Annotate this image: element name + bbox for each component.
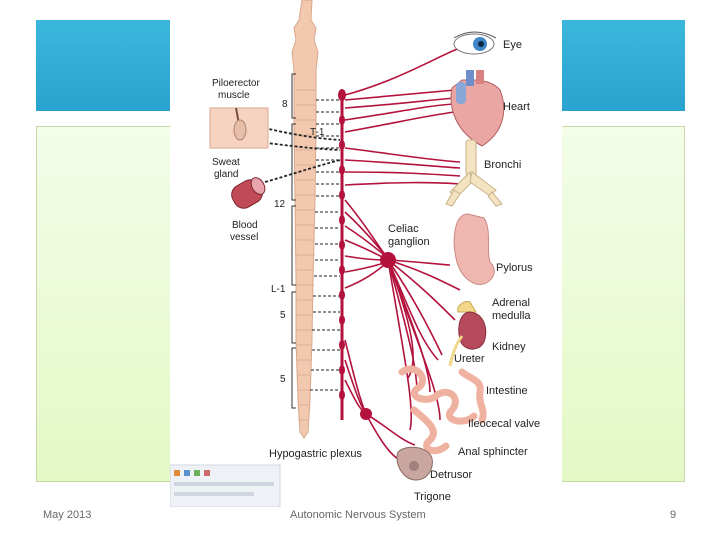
- sympathetic-chain: [338, 89, 346, 420]
- adrenal-label-line1: Adrenal: [492, 297, 530, 309]
- intestine-organ: [398, 365, 487, 455]
- footer-date: May 2013: [43, 509, 92, 521]
- segment-label-12: 12: [274, 199, 286, 210]
- intestine-label: Intestine: [486, 385, 528, 397]
- blood-vessel-organ: [231, 177, 266, 209]
- bladder-organ: [396, 446, 433, 481]
- ureter-label: Ureter: [454, 353, 485, 365]
- kidney-label: Kidney: [492, 341, 526, 353]
- pylorus-label: Pylorus: [496, 262, 533, 274]
- bronchi-label: Bronchi: [484, 159, 521, 171]
- piloerector-label-line1: Piloerector: [212, 78, 260, 89]
- bronchi-organ: [445, 139, 503, 207]
- diagram-svg: 8 T-1 12 L-1 5 5: [170, 0, 540, 507]
- sympathetic-nervous-system-figure: 8 T-1 12 L-1 5 5: [170, 0, 562, 507]
- spinal-cord: [291, 0, 319, 439]
- postganglionic-nerves: [344, 47, 461, 461]
- celiac-label-line2: ganglion: [388, 236, 430, 248]
- sweat-gland-label-line1: Sweat: [212, 157, 240, 168]
- blood-vessel-label-line1: Blood: [232, 220, 258, 231]
- trigone-label: Trigone: [414, 491, 451, 503]
- footer-page-number: 9: [670, 509, 677, 521]
- heart-label: Heart: [503, 101, 530, 113]
- segment-label-l1: L-1: [271, 284, 286, 295]
- hypogastric-plexus-label: Hypogastric plexus: [269, 448, 362, 460]
- celiac-label-line1: Celiac: [388, 223, 419, 235]
- segment-label-5b: 5: [280, 374, 286, 385]
- ileocecal-label: Ileocecal valve: [468, 418, 540, 430]
- detrusor-label: Detrusor: [430, 469, 473, 481]
- skin-section: [209, 107, 269, 149]
- blood-vessel-label-line2: vessel: [230, 232, 258, 243]
- segment-brackets: [291, 73, 296, 409]
- heart-organ: [450, 70, 505, 147]
- stomach-organ: [453, 213, 495, 285]
- sweat-gland-label-line2: gland: [214, 169, 238, 180]
- adrenal-label-line2: medulla: [492, 310, 531, 322]
- footer-title: Autonomic Nervous System: [290, 509, 426, 521]
- segment-label-8: 8: [282, 99, 288, 110]
- eye-organ: [453, 31, 497, 55]
- embedded-toolbar-strip: [170, 464, 281, 507]
- kidney-organ: [448, 301, 487, 367]
- eye-label: Eye: [503, 39, 522, 51]
- anal-sphincter-label: Anal sphincter: [458, 446, 528, 458]
- piloerector-label-line2: muscle: [218, 90, 250, 101]
- segment-label-t1: T-1: [310, 127, 325, 138]
- segment-label-5a: 5: [280, 310, 286, 321]
